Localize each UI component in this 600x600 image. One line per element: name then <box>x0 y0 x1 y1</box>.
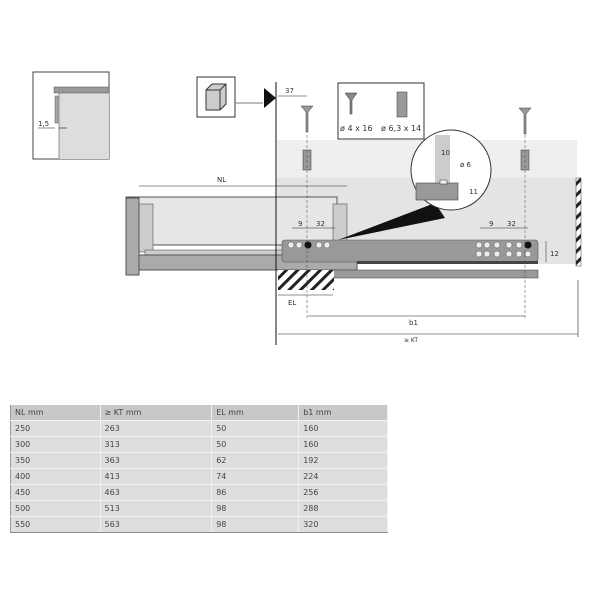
dimension-37: 37 <box>285 87 294 95</box>
front-fixing-hole <box>304 241 312 249</box>
table-cell: 62 <box>211 452 300 469</box>
table-cell: 463 <box>100 484 213 501</box>
kt-dimension-label: ≥ KT <box>404 337 418 344</box>
b1-dimension-label: b1 <box>409 319 418 327</box>
header-kt: ≥ KT mm <box>100 405 213 421</box>
cabinet-back-wall <box>575 177 582 267</box>
mounting-holes <box>287 241 532 258</box>
table-cell: 513 <box>100 500 213 517</box>
nl-dimension-label: NL <box>217 176 226 184</box>
table-cell: 563 <box>100 516 213 533</box>
drawer-runner <box>281 239 539 279</box>
table-cell: 350 <box>10 452 101 469</box>
rear-fixing-hole <box>524 241 532 249</box>
table-header-row: NL mm ≥ KT mm EL mm b1 mm <box>10 405 388 421</box>
dimension-9-rear: 9 <box>489 220 493 228</box>
table-cell: 450 <box>10 484 101 501</box>
dimension-12: 12 <box>550 250 559 258</box>
detail-callout: 10 ø 6 11 <box>338 129 492 240</box>
table-cell: 98 <box>211 500 300 517</box>
table-cell: 160 <box>298 420 388 437</box>
dimension-32-rear: 32 <box>507 220 516 228</box>
dimension-11: 11 <box>469 188 478 196</box>
table-cell: 192 <box>298 452 388 469</box>
header-b1: b1 mm <box>298 405 388 421</box>
table-cell: 74 <box>211 468 300 485</box>
dimension-diameter-6: ø 6 <box>460 161 472 169</box>
table-cell: 50 <box>211 436 300 453</box>
front-gap-inset: 1,5 <box>32 71 110 160</box>
table-cell: 400 <box>10 468 101 485</box>
table-cell: 50 <box>211 420 300 437</box>
table-cell: 256 <box>298 484 388 501</box>
hatched-area <box>278 270 334 290</box>
table-cell: 550 <box>10 516 101 533</box>
screw-label-4x16: ø 4 x 16 <box>340 124 373 133</box>
header-el: EL mm <box>211 405 300 421</box>
table-cell: 320 <box>298 516 388 533</box>
table-cell: 288 <box>298 500 388 517</box>
screw-label-6-3x14: ø 6,3 x 14 <box>381 124 421 133</box>
table-cell: 300 <box>10 436 101 453</box>
table-cell: 363 <box>100 452 213 469</box>
header-nl: NL mm <box>10 405 101 421</box>
dimension-9-front: 9 <box>298 220 302 228</box>
dimension-32-front: 32 <box>316 220 325 228</box>
cabinet-icon <box>196 76 263 118</box>
table-cell: 500 <box>10 500 101 517</box>
el-dimension-label: EL <box>288 299 296 307</box>
table-cell: 86 <box>211 484 300 501</box>
euro-screw-icon <box>396 91 408 118</box>
screw-center-lines <box>306 135 526 320</box>
inset-gap-dimension: 1,5 <box>38 120 49 128</box>
table-cell: 224 <box>298 468 388 485</box>
screw-legend: ø 4 x 16 ø 6,3 x 14 <box>337 82 425 140</box>
table-cell: 413 <box>100 468 213 485</box>
table-cell: 250 <box>10 420 101 437</box>
front-edge-marker-icon <box>264 88 276 108</box>
table-cell: 263 <box>100 420 213 437</box>
table-cell: 313 <box>100 436 213 453</box>
wood-screw-icon <box>344 92 358 115</box>
table-cell: 98 <box>211 516 300 533</box>
table-cell: 160 <box>298 436 388 453</box>
dimension-10: 10 <box>441 149 450 157</box>
drawer <box>125 196 358 276</box>
